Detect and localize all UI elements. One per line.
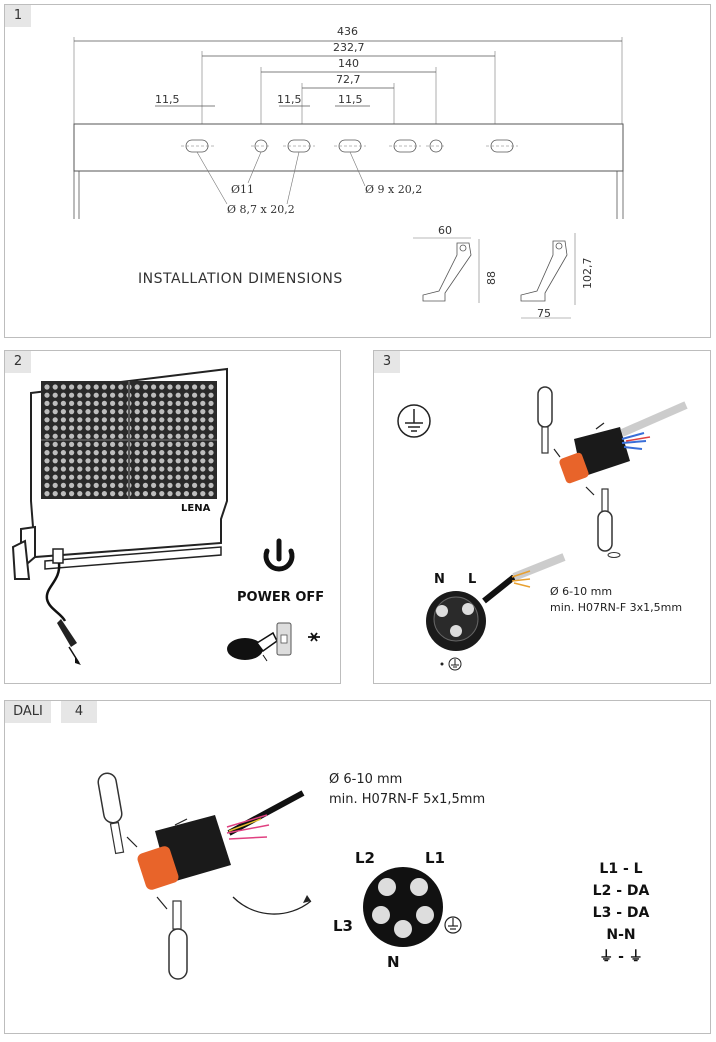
hole-8-7-label: Ø 8,7 x 20,2 [227,203,295,216]
pin-n-label: N [434,572,445,587]
pin-l1-label: L1 [425,849,445,867]
earth-icon [397,404,431,438]
legend-earth: ⏚ - ⏚ [599,949,643,965]
legend-l3: L3 - DA [593,905,650,921]
dali-socket-face [363,867,443,947]
cable-diameter: Ø 6-10 mm [550,585,612,598]
screwdriver-icon [97,772,125,855]
power-off-label: POWER OFF [237,590,324,605]
dali-drawing: Ø 6-10 mm min. H07RN-F 5x1,5mm L2 L1 L3 … [97,772,650,980]
cable-type: min. H07RN-F 5x1,5mm [329,792,485,807]
dim-436: 436 [337,25,358,38]
cable-diameter: Ø 6-10 mm [329,772,402,787]
earth-symbol [444,916,462,934]
pin-n-label: N [387,953,400,971]
dim-11-5-b: 11,5 [277,93,302,106]
hole-9-label: Ø 9 x 20,2 [365,183,422,196]
luminaire-drawing: LENA POWER OFF [11,367,324,665]
legend-l1: L1 - L [599,861,642,877]
pin-legend: L1 - L L2 - DA L3 - DA N-N ⏚ - ⏚ [593,861,650,965]
panel-number: 4 [61,701,97,723]
screwdriver-icon [597,488,613,552]
legend-n: N-N [606,927,635,943]
hand-switch-icon [227,622,320,662]
installation-title: INSTALLATION DIMENSIONS [138,271,343,287]
cable-type: min. H07RN-F 3x1,5mm [550,601,682,614]
panel-dali-wiring: DALI 4 Ø 6-10 mm min. H07RN-F 5x1,5mm L [4,700,711,1034]
pin-l2-label: L2 [355,849,375,867]
earth-symbol [448,657,462,671]
panel-number: 2 [5,351,31,373]
led-array [44,384,214,497]
dim-11-5-a: 11,5 [155,93,180,106]
brand-logo: LENA [181,503,211,514]
bracket-a [422,242,472,302]
bracket-b-height: 102,7 [581,258,594,290]
panel-number: 1 [5,5,31,27]
bracket-a-height: 88 [485,271,498,285]
connector-drawing: N L Ø 6-10 mm min. H07RN-F 3x1,5mm [397,386,688,671]
bracket-a-width: 60 [438,224,452,237]
pin-l3-label: L3 [333,917,353,935]
bracket-b-width: 75 [537,307,551,320]
panel-tag-dali: DALI [5,701,51,723]
dim-72-7: 72,7 [336,73,361,86]
pin-l-label: L [468,572,476,587]
socket-face [426,591,486,651]
dim-11-5-c: 11,5 [338,93,363,106]
screwdriver-icon [168,900,188,980]
bracket-b [520,240,568,302]
power-icon [263,538,295,572]
installation-drawing: 436 232,7 140 72,7 11,5 11,5 11,5 [73,25,624,320]
legend-l2: L2 - DA [593,883,650,899]
panel-installation: 1 436 232,7 140 72,7 11,5 11,5 11,5 [4,4,711,338]
connector-body [137,815,231,890]
dim-140: 140 [338,57,359,70]
screwdriver-icon [537,386,553,454]
connector-body [559,427,630,484]
panel-power-off: 2 LENA POWER OFF [4,350,341,684]
hole-11-label: Ø11 [231,183,254,196]
panel-number: 3 [374,351,400,373]
dim-232-7: 232,7 [333,41,365,54]
panel-connector-wiring: 3 N L [373,350,711,684]
